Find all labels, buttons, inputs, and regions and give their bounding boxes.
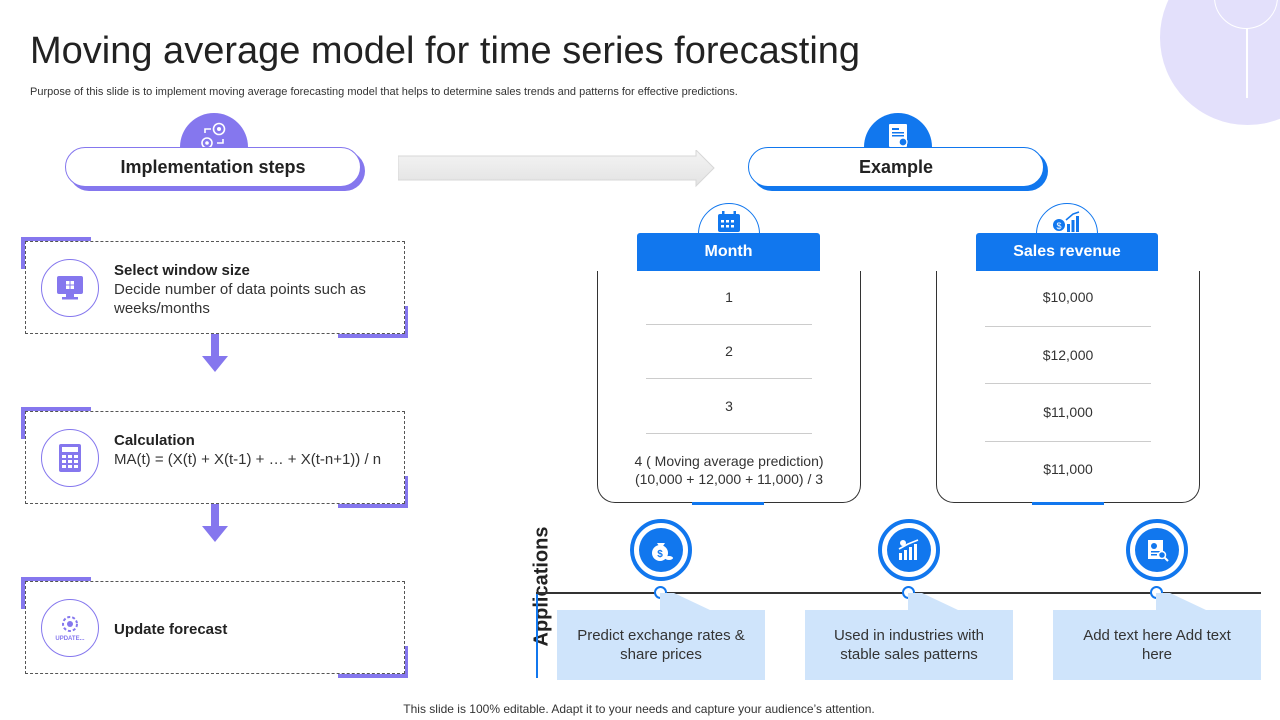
applications-axis-horizontal — [536, 592, 1261, 594]
prediction-label: 4 ( Moving average prediction) — [634, 453, 824, 469]
table-accent — [1032, 502, 1104, 505]
callout-pointer — [1156, 593, 1206, 610]
monitor-icon — [57, 276, 83, 300]
application-icon-inner — [887, 528, 931, 572]
down-arrow-icon — [202, 334, 228, 372]
step-card-update-forecast: UPDATE... Update forecast — [25, 581, 405, 674]
table-row: 3 — [725, 398, 733, 414]
step-title: Select window size — [114, 262, 250, 279]
table-row: $12,000 — [1042, 347, 1094, 363]
month-column-header: Month — [637, 233, 820, 271]
update-gear-icon — [62, 616, 78, 632]
step-card-calculation: Calculation MA(t) = (X(t) + X(t-1) + … +… — [25, 411, 405, 504]
step-icon-circle — [41, 429, 99, 487]
step-corner-br — [338, 646, 408, 678]
step-corner-tl — [21, 407, 91, 439]
application-icon-inner: $ — [639, 528, 683, 572]
application-icon-circle — [878, 519, 940, 581]
slide-subtitle: Purpose of this slide is to implement mo… — [30, 86, 738, 98]
step-text: Update forecast — [114, 620, 384, 639]
row-divider — [646, 378, 812, 379]
footer-note: This slide is 100% editable. Adapt it to… — [403, 702, 875, 716]
prediction-formula: (10,000 + 12,000 + 11,000) / 3 — [634, 471, 824, 487]
sales-column-header: Sales revenue — [976, 233, 1158, 271]
calculator-icon — [59, 444, 81, 472]
step-corner-br — [338, 306, 408, 338]
callout-pointer — [908, 593, 958, 610]
implementation-steps-header: Implementation steps — [65, 147, 361, 187]
table-row: $11,000 — [1043, 461, 1093, 477]
flow-arrow-icon — [398, 150, 715, 188]
step-title: Calculation — [114, 432, 195, 449]
step-icon-circle — [41, 259, 99, 317]
prediction-row: 4 ( Moving average prediction) (10,000 +… — [616, 452, 842, 488]
step-title: Update forecast — [114, 621, 228, 638]
application-icon-circle: $ — [630, 519, 692, 581]
example-header: Example — [748, 147, 1044, 187]
table-row: $11,000 — [1043, 404, 1093, 420]
sales-table: $10,000 $12,000 $11,000 $11,000 — [936, 271, 1200, 503]
step-text: Select window size Decide number of data… — [114, 261, 384, 318]
application-icon-circle — [1126, 519, 1188, 581]
money-bag-icon: $ — [652, 543, 673, 561]
step-corner-tl — [21, 577, 91, 609]
step-icon-circle: UPDATE... — [41, 599, 99, 657]
step-corner-br — [338, 476, 408, 508]
month-table: 1 2 3 4 ( Moving average prediction) (10… — [597, 271, 861, 503]
step-corner-tl — [21, 237, 91, 269]
report-icon — [889, 124, 908, 147]
application-icon-inner — [1135, 528, 1179, 572]
applications-axis-vertical — [536, 592, 538, 678]
step-description: MA(t) = (X(t) + X(t-1) + … + X(t-n+1)) /… — [114, 451, 382, 468]
sales-chart-icon: $ — [1053, 211, 1080, 232]
svg-text:$: $ — [1056, 221, 1061, 231]
table-accent — [692, 502, 764, 505]
svg-text:$: $ — [657, 549, 663, 560]
calendar-icon — [718, 211, 740, 232]
row-divider — [646, 433, 812, 434]
decorative-line — [1246, 28, 1248, 98]
report-search-icon — [1148, 540, 1169, 562]
table-row: 1 — [725, 289, 733, 305]
application-box: Used in industries with stable sales pat… — [805, 610, 1013, 680]
row-divider — [646, 324, 812, 325]
table-row: $10,000 — [1042, 289, 1094, 305]
table-row: 2 — [725, 343, 733, 359]
row-divider — [985, 441, 1151, 442]
callout-pointer — [660, 593, 710, 610]
application-box: Add text here Add text here — [1053, 610, 1261, 680]
row-divider — [985, 383, 1151, 384]
growth-chart-icon — [898, 539, 919, 560]
row-divider — [985, 326, 1151, 327]
step-text: Calculation MA(t) = (X(t) + X(t-1) + … +… — [114, 431, 384, 469]
application-box: Predict exchange rates & share prices — [557, 610, 765, 680]
step-description: Decide number of data points such as wee… — [114, 281, 366, 317]
slide-title: Moving average model for time series for… — [30, 30, 861, 72]
step-card-select-window: Select window size Decide number of data… — [25, 241, 405, 334]
down-arrow-icon — [202, 504, 228, 542]
update-icon-label: UPDATE... — [55, 636, 85, 642]
